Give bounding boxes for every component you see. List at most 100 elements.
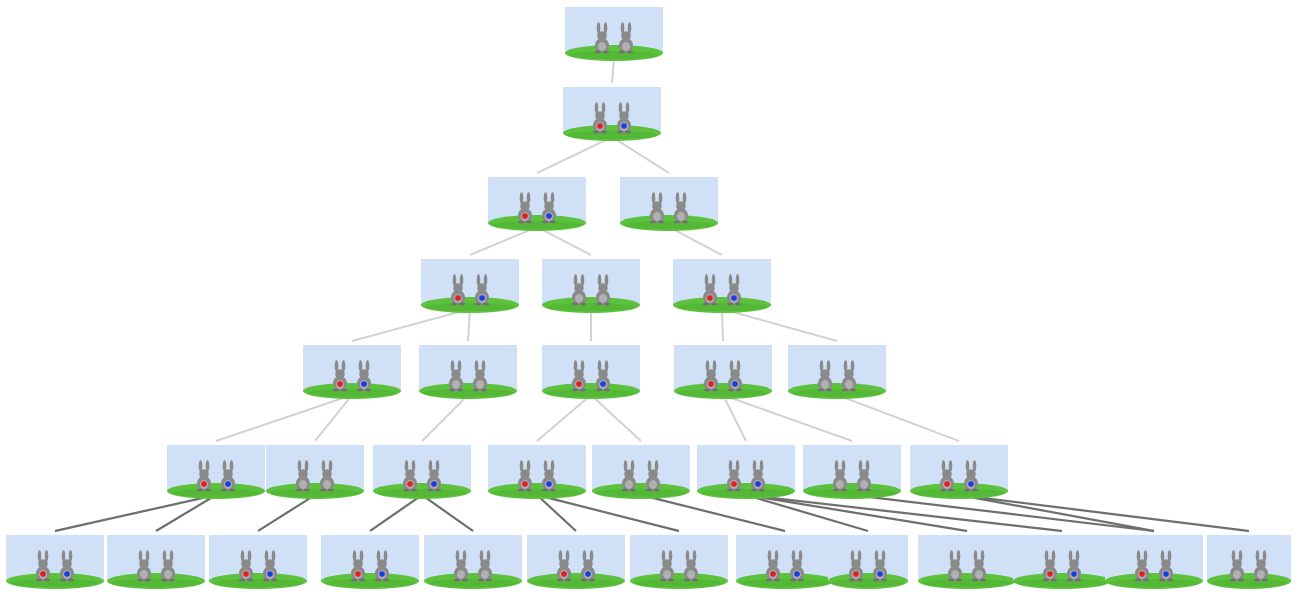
red-marker bbox=[522, 481, 528, 487]
rabbit-pair-adult-g6-1 bbox=[167, 445, 265, 499]
rabbit-pair-young-g6-7 bbox=[803, 445, 901, 499]
tree-edge bbox=[467, 308, 471, 342]
grass-mound bbox=[321, 573, 419, 589]
rabbit bbox=[1230, 550, 1244, 582]
rabbit-pair-adult-g2-1 bbox=[563, 87, 661, 141]
rabbit-pair-adult-g7-3 bbox=[209, 535, 307, 589]
rabbit-pair-adult-g6-6 bbox=[697, 445, 795, 499]
rabbit bbox=[619, 22, 633, 54]
red-marker bbox=[337, 381, 343, 387]
red-marker bbox=[576, 381, 582, 387]
blue-marker bbox=[600, 381, 606, 387]
rabbit bbox=[833, 460, 847, 492]
tree-edge bbox=[421, 494, 474, 532]
red-marker bbox=[1047, 571, 1053, 577]
rabbit-pair-young-g7-5 bbox=[424, 535, 522, 589]
tree-edge bbox=[745, 493, 869, 533]
rabbit bbox=[728, 360, 742, 392]
grass-mound bbox=[828, 573, 908, 589]
rabbit-pair-young-g7-2 bbox=[107, 535, 205, 589]
rabbit bbox=[542, 460, 556, 492]
rabbit bbox=[704, 360, 718, 392]
tree-edge bbox=[640, 493, 786, 533]
grass-mound bbox=[565, 45, 663, 61]
red-marker bbox=[597, 123, 603, 129]
rabbit bbox=[703, 274, 717, 306]
grass-mound bbox=[542, 383, 640, 399]
red-marker bbox=[731, 481, 737, 487]
red-marker bbox=[944, 481, 950, 487]
grass-mound bbox=[788, 383, 886, 399]
rabbit bbox=[473, 360, 487, 392]
tree-edge bbox=[536, 394, 592, 442]
rabbit bbox=[296, 460, 310, 492]
tree-edge bbox=[722, 394, 747, 442]
blue-marker bbox=[968, 481, 974, 487]
rabbit bbox=[263, 550, 277, 582]
blue-marker bbox=[585, 571, 591, 577]
rabbit-pair-adult-g5-3 bbox=[542, 345, 640, 399]
tree-edge bbox=[536, 136, 613, 174]
tree-edge bbox=[536, 494, 577, 532]
blue-marker bbox=[794, 571, 800, 577]
rabbit bbox=[596, 274, 610, 306]
rabbit bbox=[239, 550, 253, 582]
grass-mound bbox=[1105, 573, 1203, 589]
rabbit bbox=[727, 460, 741, 492]
rabbit bbox=[646, 460, 660, 492]
rabbit-pair-adult-g7-6 bbox=[527, 535, 625, 589]
rabbit-pair-young-g6-2 bbox=[266, 445, 364, 499]
rabbit bbox=[449, 360, 463, 392]
grass-mound bbox=[542, 297, 640, 313]
rabbit bbox=[593, 102, 607, 134]
rabbit-pair-adult-g4-1 bbox=[421, 259, 519, 313]
grass-mound bbox=[107, 573, 205, 589]
grass-mound bbox=[620, 215, 718, 231]
tree-edge bbox=[215, 394, 353, 442]
rabbit-pair-adult-g5-4 bbox=[674, 345, 772, 399]
blue-marker bbox=[621, 123, 627, 129]
tree-edge bbox=[745, 493, 968, 533]
rabbit bbox=[197, 460, 211, 492]
grass-mound bbox=[803, 483, 901, 499]
red-marker bbox=[407, 481, 413, 487]
rabbit bbox=[451, 274, 465, 306]
tree-edge bbox=[536, 226, 592, 256]
red-marker bbox=[770, 571, 776, 577]
rabbit-pair-adult-g4-3 bbox=[673, 259, 771, 313]
blue-marker bbox=[877, 571, 883, 577]
tree-edge bbox=[611, 56, 615, 84]
grass-mound bbox=[736, 573, 834, 589]
grass-mound bbox=[303, 383, 401, 399]
rabbit bbox=[572, 274, 586, 306]
tree-edge bbox=[469, 226, 538, 256]
rabbit-pair-adult-g7-11 bbox=[1013, 535, 1111, 589]
rabbit bbox=[684, 550, 698, 582]
tree-edge bbox=[721, 308, 838, 342]
rabbit bbox=[333, 360, 347, 392]
blue-marker bbox=[479, 295, 485, 301]
tree-edge bbox=[745, 493, 1063, 533]
rabbit-pair-adult-g7-1 bbox=[6, 535, 104, 589]
grass-mound bbox=[918, 573, 1016, 589]
tree-edge bbox=[314, 394, 353, 442]
rabbit-pair-young-g6-5 bbox=[592, 445, 690, 499]
rabbit bbox=[766, 550, 780, 582]
rabbit bbox=[727, 274, 741, 306]
blue-marker bbox=[755, 481, 761, 487]
red-marker bbox=[1139, 571, 1145, 577]
grass-mound bbox=[674, 383, 772, 399]
rabbit-pair-young-g4-2 bbox=[542, 259, 640, 313]
tree-edge bbox=[611, 136, 670, 174]
rabbit bbox=[873, 550, 887, 582]
rabbit bbox=[674, 192, 688, 224]
rabbit bbox=[320, 460, 334, 492]
rabbit-pair-adult-g7-4 bbox=[321, 535, 419, 589]
tree-edge bbox=[668, 226, 723, 256]
tree-edge bbox=[351, 308, 471, 342]
rabbit bbox=[596, 360, 610, 392]
tree-edge bbox=[722, 394, 853, 442]
grass-mound bbox=[630, 573, 728, 589]
